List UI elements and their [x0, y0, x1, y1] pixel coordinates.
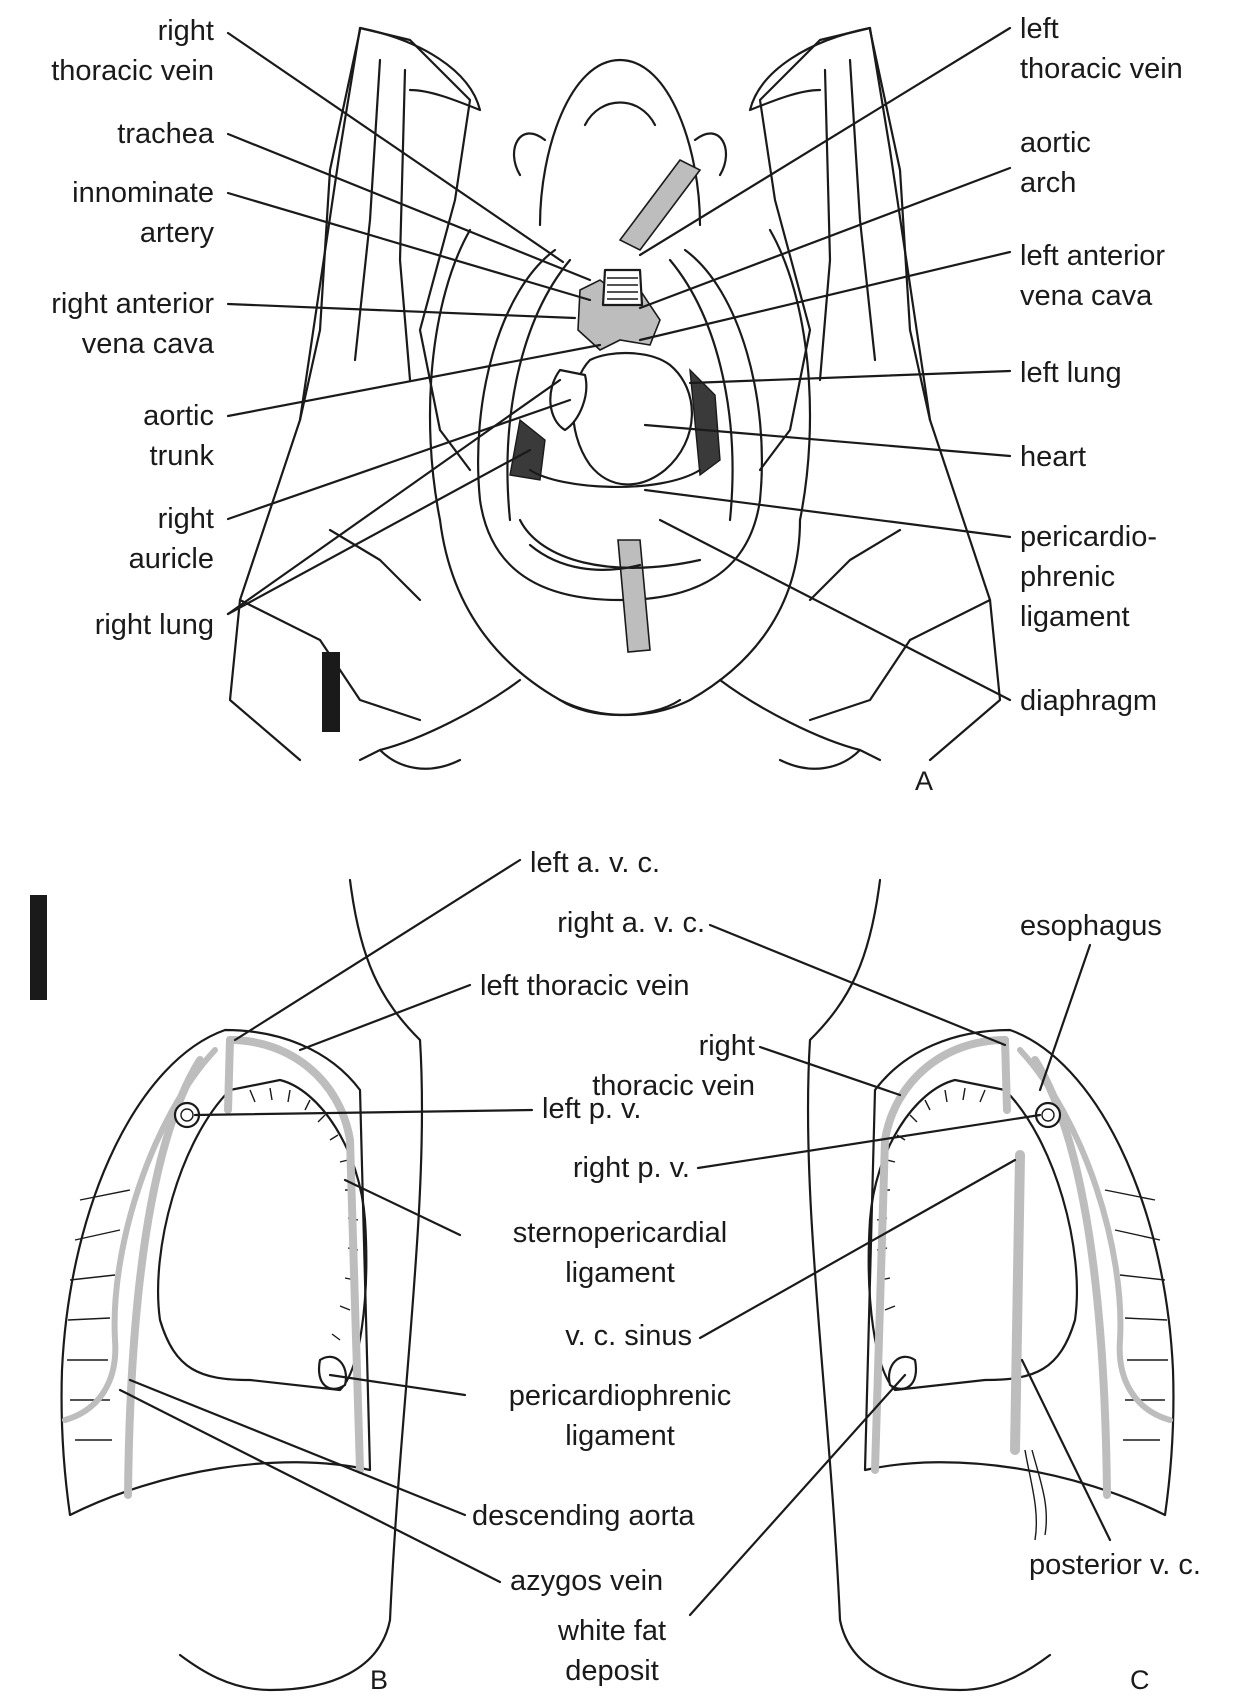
left-leg [720, 680, 880, 769]
leader-left-lung [690, 371, 1010, 383]
label-white-fat-deposit: white fatdeposit [557, 1615, 666, 1687]
label-left-avc: left a. v. c. [530, 847, 660, 879]
right-lung-shape [510, 420, 545, 480]
left-wing-lower [810, 530, 990, 720]
label-right-pv: right p. v. [573, 1152, 690, 1184]
label-right-thoracic-vein-line-2: thoracic vein [592, 1070, 755, 1102]
label-diaphragm: diaphragm [1020, 685, 1157, 717]
leader-left-avc [235, 860, 520, 1040]
left-wing-inner [820, 30, 930, 420]
plate-label-c: C [1130, 1665, 1150, 1695]
leader-left-thoracic-vein [640, 28, 1010, 255]
leader-aortic-trunk [228, 345, 600, 416]
right-wing-outline [230, 28, 470, 760]
leader-right-lung-2 [228, 450, 530, 614]
label-sternopericardial-ligament-line-2: ligament [565, 1257, 675, 1289]
label-right-auricle-line-2: auricle [129, 543, 214, 575]
label-left-anterior-vena-cava-line-2: vena cava [1020, 280, 1153, 312]
label-aortic-arch: aorticarch [1020, 127, 1091, 199]
label-esophagus: esophagus [1020, 910, 1162, 942]
label-right-avc: right a. v. c. [557, 907, 705, 939]
label-right-lung: right lung [95, 609, 214, 641]
leader-right-avc [710, 925, 1005, 1045]
leader-diaphragm [660, 520, 1010, 700]
panel-b-avc [228, 1040, 230, 1110]
trachea-shape [603, 270, 642, 305]
label-pericardio-phrenic-ligament-line-3: ligament [1020, 601, 1130, 633]
leader-right-thoracic-vein [760, 1047, 900, 1095]
label-innominate-artery: innominateartery [72, 177, 214, 249]
plate-label-b: B [370, 1665, 388, 1695]
plate-label-a: A [915, 766, 933, 796]
label-left-lung: left lung [1020, 357, 1122, 389]
label-aortic-trunk-line-2: trunk [150, 440, 215, 472]
leader-innominate-artery [228, 193, 590, 300]
scale-bar-a [322, 652, 340, 732]
right-wing-inner [300, 30, 410, 420]
leader-right-lung-1 [228, 380, 560, 614]
diaphragm-band [618, 540, 650, 652]
heart-shape [573, 353, 692, 484]
left-wing-outline [760, 28, 1000, 760]
left-lung-shape [690, 370, 720, 475]
scale-bar-bc [30, 895, 47, 1000]
panel-a-drawing [230, 28, 1000, 769]
snout [585, 103, 655, 126]
label-posterior-vc: posterior v. c. [1029, 1549, 1201, 1581]
panel-b-thorax-outline [62, 1030, 370, 1515]
label-pericardiophrenic-ligament-line-2: ligament [565, 1420, 675, 1452]
label-right-thoracic-vein-line-2: thoracic vein [51, 55, 214, 87]
label-descending-aorta: descending aorta [472, 1500, 695, 1532]
leader-aortic-arch [640, 168, 1010, 308]
label-innominate-artery-line-2: artery [140, 217, 215, 249]
right-leg [360, 680, 520, 769]
label-aortic-arch-line-2: arch [1020, 167, 1076, 199]
label-pericardio-phrenic-ligament-line-2: phrenic [1020, 561, 1115, 593]
label-white-fat-deposit-line-2: deposit [565, 1655, 659, 1687]
panel-c-posterior-vc [1015, 1155, 1020, 1450]
panel-b-drawing [62, 880, 422, 1690]
label-right-anterior-vena-cava-line-2: vena cava [82, 328, 215, 360]
leader-right-thoracic-vein [228, 33, 563, 262]
label-heart: heart [1020, 441, 1086, 473]
label-left-thoracic-vein-line-2: thoracic vein [1020, 53, 1183, 85]
label-left-thoracic-vein-b: left thoracic vein [480, 970, 690, 1002]
label-azygos-vein: azygos vein [510, 1565, 663, 1597]
label-pericardio-phrenic-ligament: pericardio-phrenicligament [1020, 521, 1157, 633]
label-vc-sinus: v. c. sinus [565, 1320, 692, 1352]
label-trachea: trachea [117, 118, 215, 150]
left-thoracic-vein-band [620, 160, 700, 250]
panel-c-avc [1005, 1040, 1007, 1110]
leader-right-anterior-vena-cava [228, 304, 575, 318]
label-right-thoracic-vein: rightthoracic vein [592, 1030, 755, 1102]
